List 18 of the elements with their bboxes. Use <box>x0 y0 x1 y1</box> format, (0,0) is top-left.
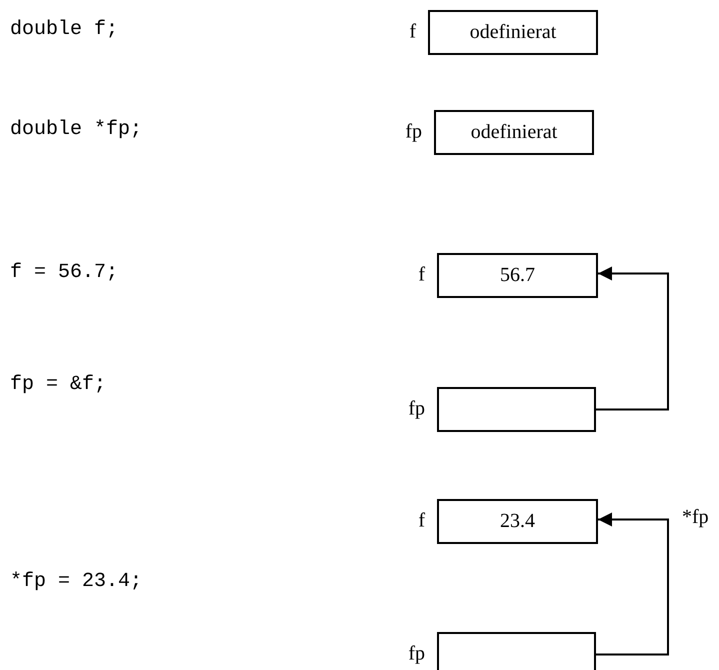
code-line: double *fp; <box>10 118 142 142</box>
variable-name: fp <box>408 642 425 665</box>
cell-value: odefinierat <box>470 21 556 44</box>
variable-name: fp <box>408 396 425 420</box>
variable-name: f <box>409 20 416 43</box>
cell-value: 23.4 <box>500 510 535 533</box>
cell-value: odefinierat <box>470 121 558 144</box>
variable-name: f <box>418 508 425 532</box>
edge-label: *fp <box>682 506 709 528</box>
variable-name: f <box>418 262 425 286</box>
code-line: f = 56.7; <box>10 261 118 285</box>
variable-name: fp <box>405 120 422 143</box>
code-line: double f; <box>10 18 118 42</box>
pointer-arrow <box>596 512 669 656</box>
code-line: *fp = 23.4; <box>10 570 142 594</box>
code-line: fp = &f; <box>10 373 106 397</box>
cell-value: 56.7 <box>500 264 535 287</box>
pointer-arrow <box>596 266 669 410</box>
